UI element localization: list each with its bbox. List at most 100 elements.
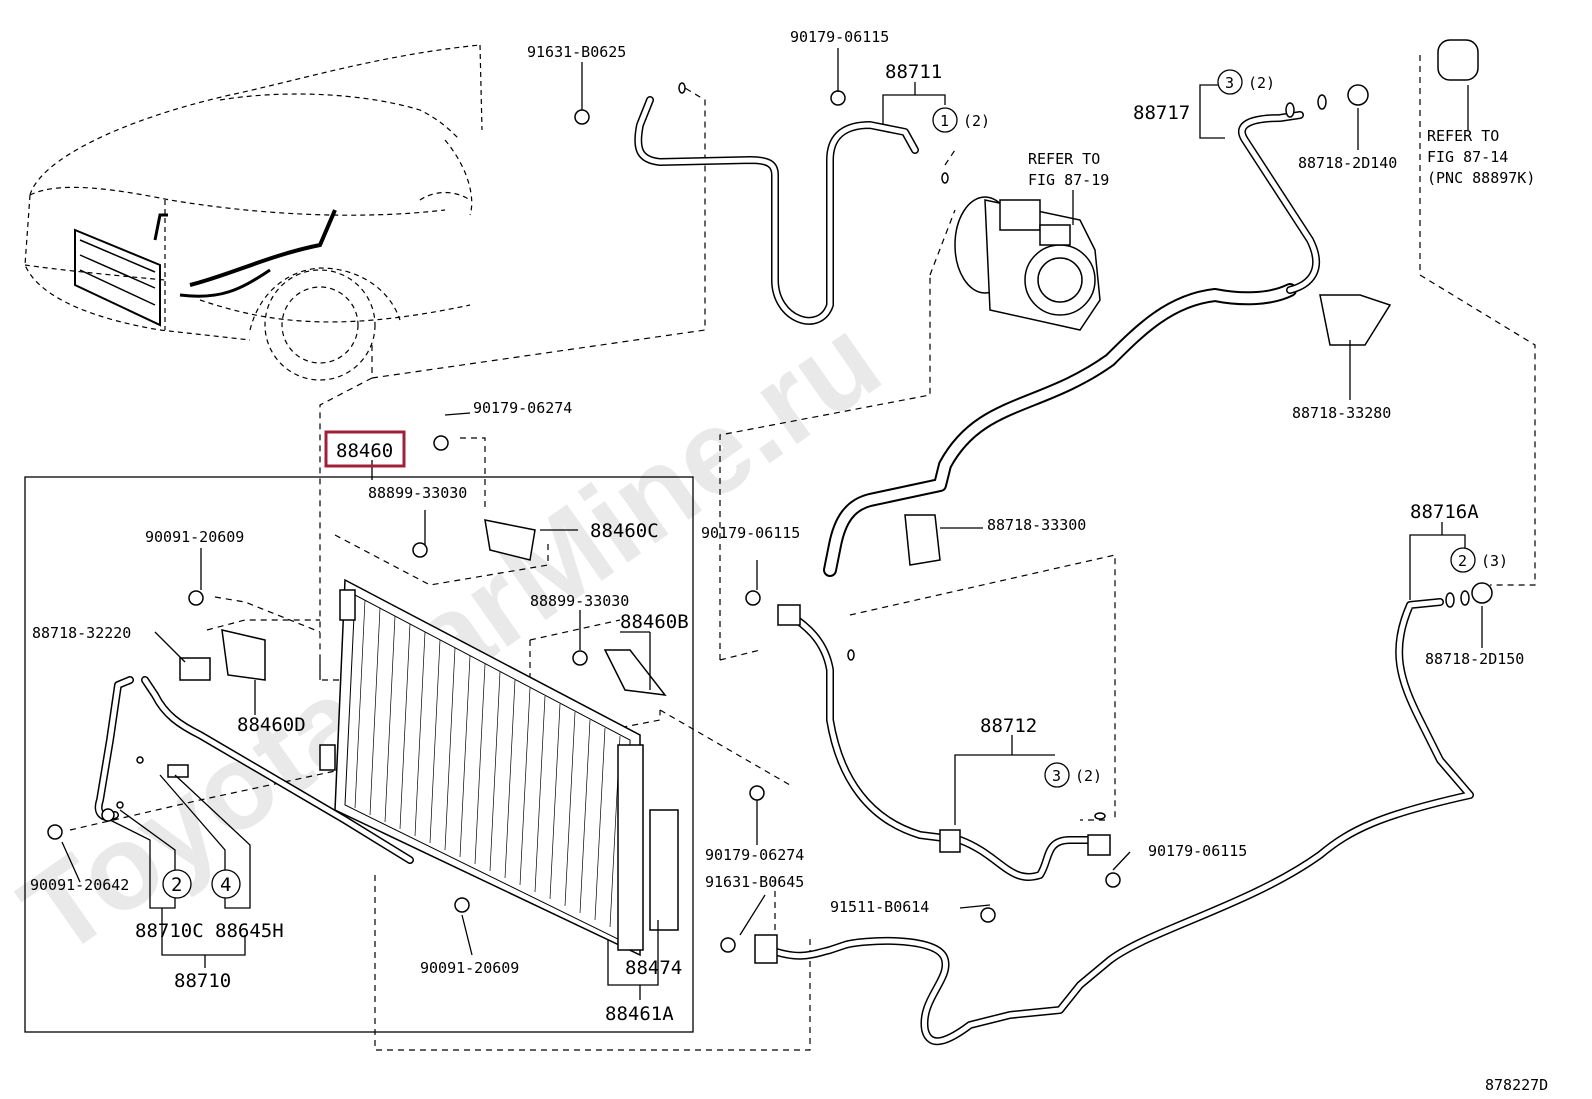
nut-icon [749,785,765,801]
liquid-pipe-88716A [766,598,1474,1046]
assembly-88460-frame [24,476,694,1033]
liquid-pipe-88712-lower [786,611,1104,881]
fasteners [47,39,1493,964]
callout-qty: (2) [963,112,990,130]
condenser [319,578,679,957]
clamp-icon [754,934,778,964]
callout-2: 2 [1458,552,1467,570]
joint-icon [101,808,115,822]
o-ring-icon [1460,590,1470,606]
o-ring-icon [136,756,144,764]
bracket-icon [484,519,536,561]
label-88712: 88712 [980,715,1037,737]
label-88645H: 88645H [215,920,284,942]
clamp-icon [777,604,801,626]
label-88717: 88717 [1133,102,1190,124]
callout-qty: (3) [1481,552,1508,570]
label-88718-33280: 88718-33280 [1292,404,1391,422]
callout-4: 4 [220,874,231,896]
nut-icon [745,590,761,606]
callout-3: 3 [1225,74,1234,92]
refer-grommet-line3: (PNC 88897K) [1427,169,1535,187]
label-90179-06115: 90179-06115 [790,28,889,46]
label-90179-06115: 90179-06115 [1148,842,1247,860]
o-ring-icon [1094,812,1106,820]
refer-compressor-line2: FIG 87-19 [1028,171,1109,189]
callout-3: 3 [1052,767,1061,785]
label-88710C: 88710C [135,920,204,942]
bolt-icon [47,824,63,840]
leader-lines [69,55,1536,1051]
compressor [954,196,1101,331]
label-88460: 88460 [336,440,393,462]
refer-grommet-line1: REFER TO [1427,127,1499,145]
grommet-icon [1437,39,1479,81]
label-88718-32220: 88718-32220 [32,624,131,642]
o-ring-icon [678,82,686,94]
bolt-icon [412,542,428,558]
part-labels: 91631-B0625 90179-06115 88711 REFER TO F… [30,28,1548,1094]
callout-1: 1 [940,112,949,130]
bolt-icon [454,897,470,913]
label-88899-33030: 88899-33030 [530,592,629,610]
label-leaders [61,48,1483,1000]
o-ring-icon [1445,592,1455,608]
callout-qty: (2) [1075,767,1102,785]
label-90179-06274: 90179-06274 [473,399,572,417]
bolt-icon [720,937,736,953]
figure-id: 878227D [1485,1076,1548,1094]
nut-icon [1471,582,1493,604]
label-90091-20609: 90091-20609 [420,959,519,977]
clamp-icon [1087,834,1111,856]
highlight-box-88460 [324,430,406,468]
callout-qty: (2) [1248,74,1275,92]
vehicle-illustration [24,44,483,381]
o-ring-icon [941,172,949,184]
bracket-icon [603,649,667,696]
refer-compressor-line1: REFER TO [1028,150,1100,168]
label-90179-06115: 90179-06115 [701,524,800,542]
label-88460C: 88460C [590,520,659,542]
label-88460D: 88460D [237,714,306,736]
bolt-icon [574,109,590,125]
clamp-icon [179,657,211,681]
label-91631-B0645: 91631-B0645 [705,873,804,891]
bracket-icon [904,514,941,566]
bracket-icon [1319,294,1392,346]
bolt-icon [980,907,996,923]
label-88716A: 88716A [1410,501,1479,523]
label-91631-B0625: 91631-B0625 [527,43,626,61]
label-88711: 88711 [885,61,942,83]
label-88718-2D140: 88718-2D140 [1298,154,1397,172]
clamp-icon [939,829,961,853]
bracket-icon [221,629,266,681]
refer-grommet-line2: FIG 87-14 [1427,148,1508,166]
label-88461A: 88461A [605,1003,674,1025]
o-ring-icon [1285,102,1295,118]
label-91511-B0614: 91511-B0614 [830,898,929,916]
nut-icon [433,435,449,451]
bolt-icon [572,650,588,666]
callout-2: 2 [171,874,182,896]
label-88474: 88474 [625,957,682,979]
label-88718-2D150: 88718-2D150 [1425,650,1524,668]
switch-icon [167,764,189,778]
label-88710: 88710 [174,970,231,992]
nut-icon [1105,872,1121,888]
label-90091-20609: 90091-20609 [145,528,244,546]
nut-icon [830,90,846,106]
o-ring-icon [847,649,855,661]
label-88460B: 88460B [620,611,689,633]
discharge-hose-88711 [634,96,919,325]
label-88899-33030: 88899-33030 [368,484,467,502]
bolt-icon [188,590,204,606]
label-90179-06274: 90179-06274 [705,846,804,864]
nut-icon [1347,84,1369,106]
suction-hose-88712 [823,111,1320,577]
label-90091-20642: 90091-20642 [30,876,129,894]
o-ring-icon [1317,94,1327,110]
callouts: 1 (2) 3 (2) 2 (3) 3 (2) 2 4 [162,69,1508,899]
o-ring-icon [116,801,124,809]
label-88718-33300: 88718-33300 [987,516,1086,534]
